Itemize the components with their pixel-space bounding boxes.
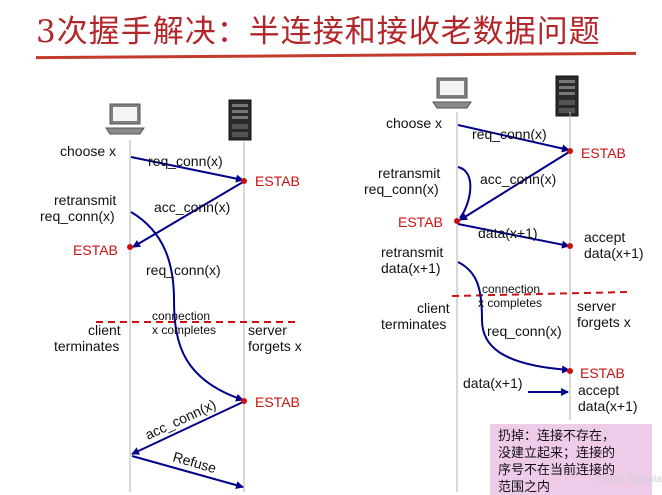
note-line: 扔掉：连接不存在， (498, 429, 616, 444)
label-terminates: terminates (381, 316, 446, 332)
estab-dot (454, 218, 460, 224)
label-client: client (88, 322, 121, 338)
label-acc-conn: acc_conn(x) (480, 171, 556, 187)
label-x-completes: x completes (152, 323, 216, 337)
label-estab-server-2: ESTAB (580, 365, 625, 381)
label-req-conn-2: req_conn(x) (487, 323, 562, 339)
label-forgets-x: forgets x (577, 314, 631, 330)
acc-conn-arrow (132, 181, 244, 248)
label-accept-data: data(x+1) (584, 245, 644, 261)
discard-note: 扔掉：连接不存在， 没建立起来；连接的 序号不在当前连接的 范围之内 (490, 424, 652, 495)
label-accept-data-2: data(x+1) (578, 398, 638, 414)
label-retransmit-req: req_conn(x) (40, 208, 115, 224)
estab-dot (241, 398, 247, 404)
label-data: data(x+1) (478, 225, 538, 241)
note-line: 序号不在当前连接的 (498, 463, 616, 478)
label-refuse: Refuse (171, 449, 218, 477)
label-req-conn: req_conn(x) (148, 153, 223, 169)
label-client: client (417, 300, 450, 316)
label-server: server (577, 298, 616, 314)
label-accept: accept (584, 229, 625, 245)
label-estab-client: ESTAB (73, 242, 118, 258)
server-icon (555, 75, 579, 117)
label-estab-server: ESTAB (255, 173, 300, 189)
acc-conn-arrow-2 (131, 401, 244, 455)
retransmit-req-arrow (457, 166, 472, 219)
label-estab-client: ESTAB (398, 214, 443, 230)
estab-dot (241, 178, 247, 184)
req-conn-arrow (457, 124, 570, 153)
label-choose-x: choose x (386, 115, 442, 131)
refuse-arrow (131, 455, 244, 489)
label-req-conn-2: req_conn(x) (146, 262, 221, 278)
label-x-completes: x completes (478, 296, 542, 310)
label-connection: connection (152, 309, 210, 323)
estab-dot (567, 368, 573, 374)
label-retransmit-data-val: data(x+1) (381, 260, 441, 276)
label-data-2: data(x+1) (463, 375, 523, 391)
label-retransmit-data: retransmit (381, 244, 443, 260)
label-req-conn: req_conn(x) (472, 126, 547, 142)
estab-dot (127, 244, 133, 250)
retransmit-req-arrow (130, 211, 244, 402)
label-choose-x: choose x (60, 143, 116, 159)
laptop-icon (105, 103, 145, 135)
label-estab-server-2: ESTAB (255, 394, 300, 410)
req-conn-arrow (130, 156, 244, 183)
label-acc-conn: acc_conn(x) (154, 199, 230, 215)
label-connection: connection (482, 282, 540, 296)
note-line: 范围之内 (498, 480, 551, 495)
label-accept-2: accept (578, 382, 619, 398)
label-retransmit-req: req_conn(x) (364, 181, 439, 197)
label-retransmit: retransmit (54, 192, 116, 208)
note-line: 没建立起来；连接的 (498, 446, 616, 461)
label-estab-server: ESTAB (581, 145, 626, 161)
data-arrow (457, 223, 570, 249)
acc-conn-arrow (459, 151, 570, 221)
server-icon (228, 99, 252, 141)
laptop-icon (432, 77, 472, 109)
retransmit-data-arrow (457, 261, 570, 374)
estab-dot (567, 148, 573, 154)
label-retransmit: retransmit (378, 165, 440, 181)
estab-dot (567, 243, 573, 249)
label-server: server (248, 322, 287, 338)
slide-title: 3次握手解决：半连接和接收老数据问题 (36, 14, 601, 50)
watermark: CSDN @gaolaola (596, 474, 662, 485)
label-forgets-x: forgets x (248, 338, 302, 354)
label-terminates: terminates (54, 338, 119, 354)
